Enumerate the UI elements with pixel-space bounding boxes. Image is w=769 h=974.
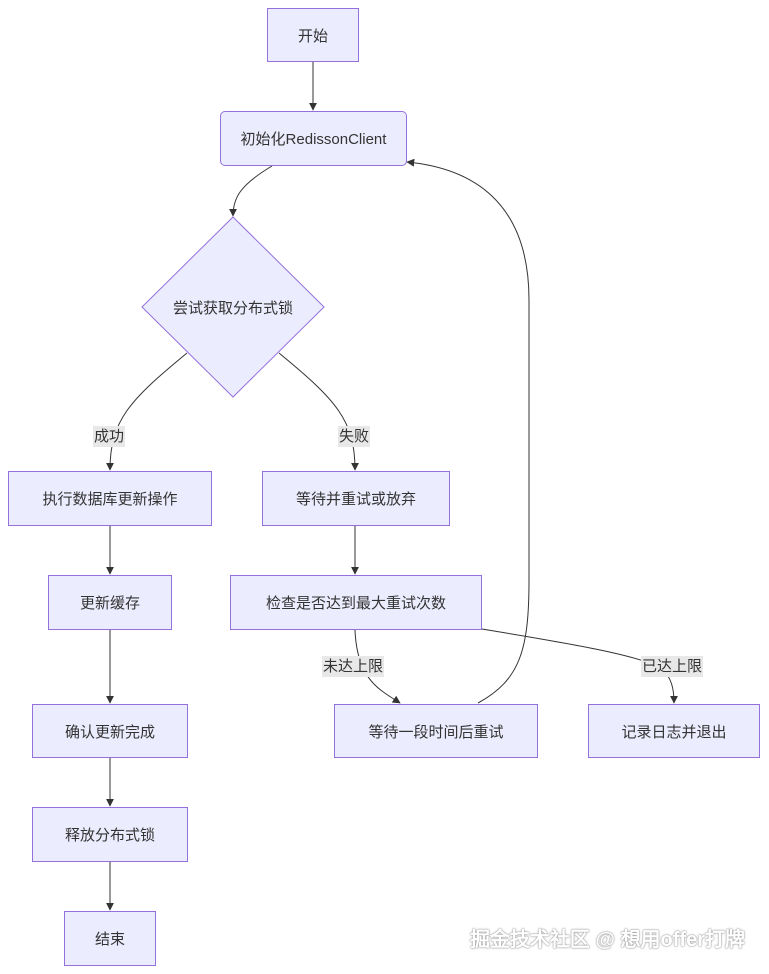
start-node-label: 开始 <box>297 27 328 45</box>
watermark: 掘金技术社区 @ 想用offer打牌 <box>469 929 745 951</box>
edge-label-success: 成功 <box>93 426 126 447</box>
edge-trylock-exec <box>106 352 188 471</box>
edge-init-trylock <box>229 165 273 217</box>
wait-period-label: 等待一段时间后重试 <box>368 723 504 741</box>
log-exit-node: 记录日志并退出 <box>588 704 760 758</box>
end-node-label: 结束 <box>94 931 125 948</box>
wait-retry-label: 等待并重试或放弃 <box>295 491 416 508</box>
edge-waitperiod-init <box>406 158 530 704</box>
edge-trylock-wait <box>278 352 359 471</box>
end-node: 结束 <box>64 911 156 966</box>
log-exit-label: 记录日志并退出 <box>621 723 727 741</box>
confirm-update-node: 确认更新完成 <box>32 704 188 758</box>
decision-diamond <box>141 216 325 398</box>
init-redisson-node: 初始化RedissonClient <box>220 111 407 166</box>
confirm-update-label: 确认更新完成 <box>64 723 155 741</box>
edge-check-waitperiod <box>354 629 401 704</box>
update-cache-label: 更新缓存 <box>79 595 140 612</box>
update-cache-node: 更新缓存 <box>48 575 172 630</box>
init-redisson-label: 初始化RedissonClient <box>240 131 387 148</box>
edge-label-reached: 已达上限 <box>641 656 704 677</box>
wait-period-node: 等待一段时间后重试 <box>334 704 538 758</box>
check-max-node: 检查是否达到最大重试次数 <box>230 575 482 630</box>
try-lock-label: 尝试获取分布式锁 <box>172 299 293 317</box>
wait-retry-node: 等待并重试或放弃 <box>262 471 450 526</box>
exec-db-node: 执行数据库更新操作 <box>8 471 212 526</box>
start-node: 开始 <box>267 8 359 62</box>
edge-label-not-reached: 未达上限 <box>322 656 385 677</box>
exec-db-label: 执行数据库更新操作 <box>42 491 178 508</box>
release-lock-node: 释放分布式锁 <box>32 807 188 862</box>
release-lock-label: 释放分布式锁 <box>64 827 155 844</box>
edge-label-fail: 失败 <box>338 426 371 447</box>
check-max-label: 检查是否达到最大重试次数 <box>265 595 446 612</box>
